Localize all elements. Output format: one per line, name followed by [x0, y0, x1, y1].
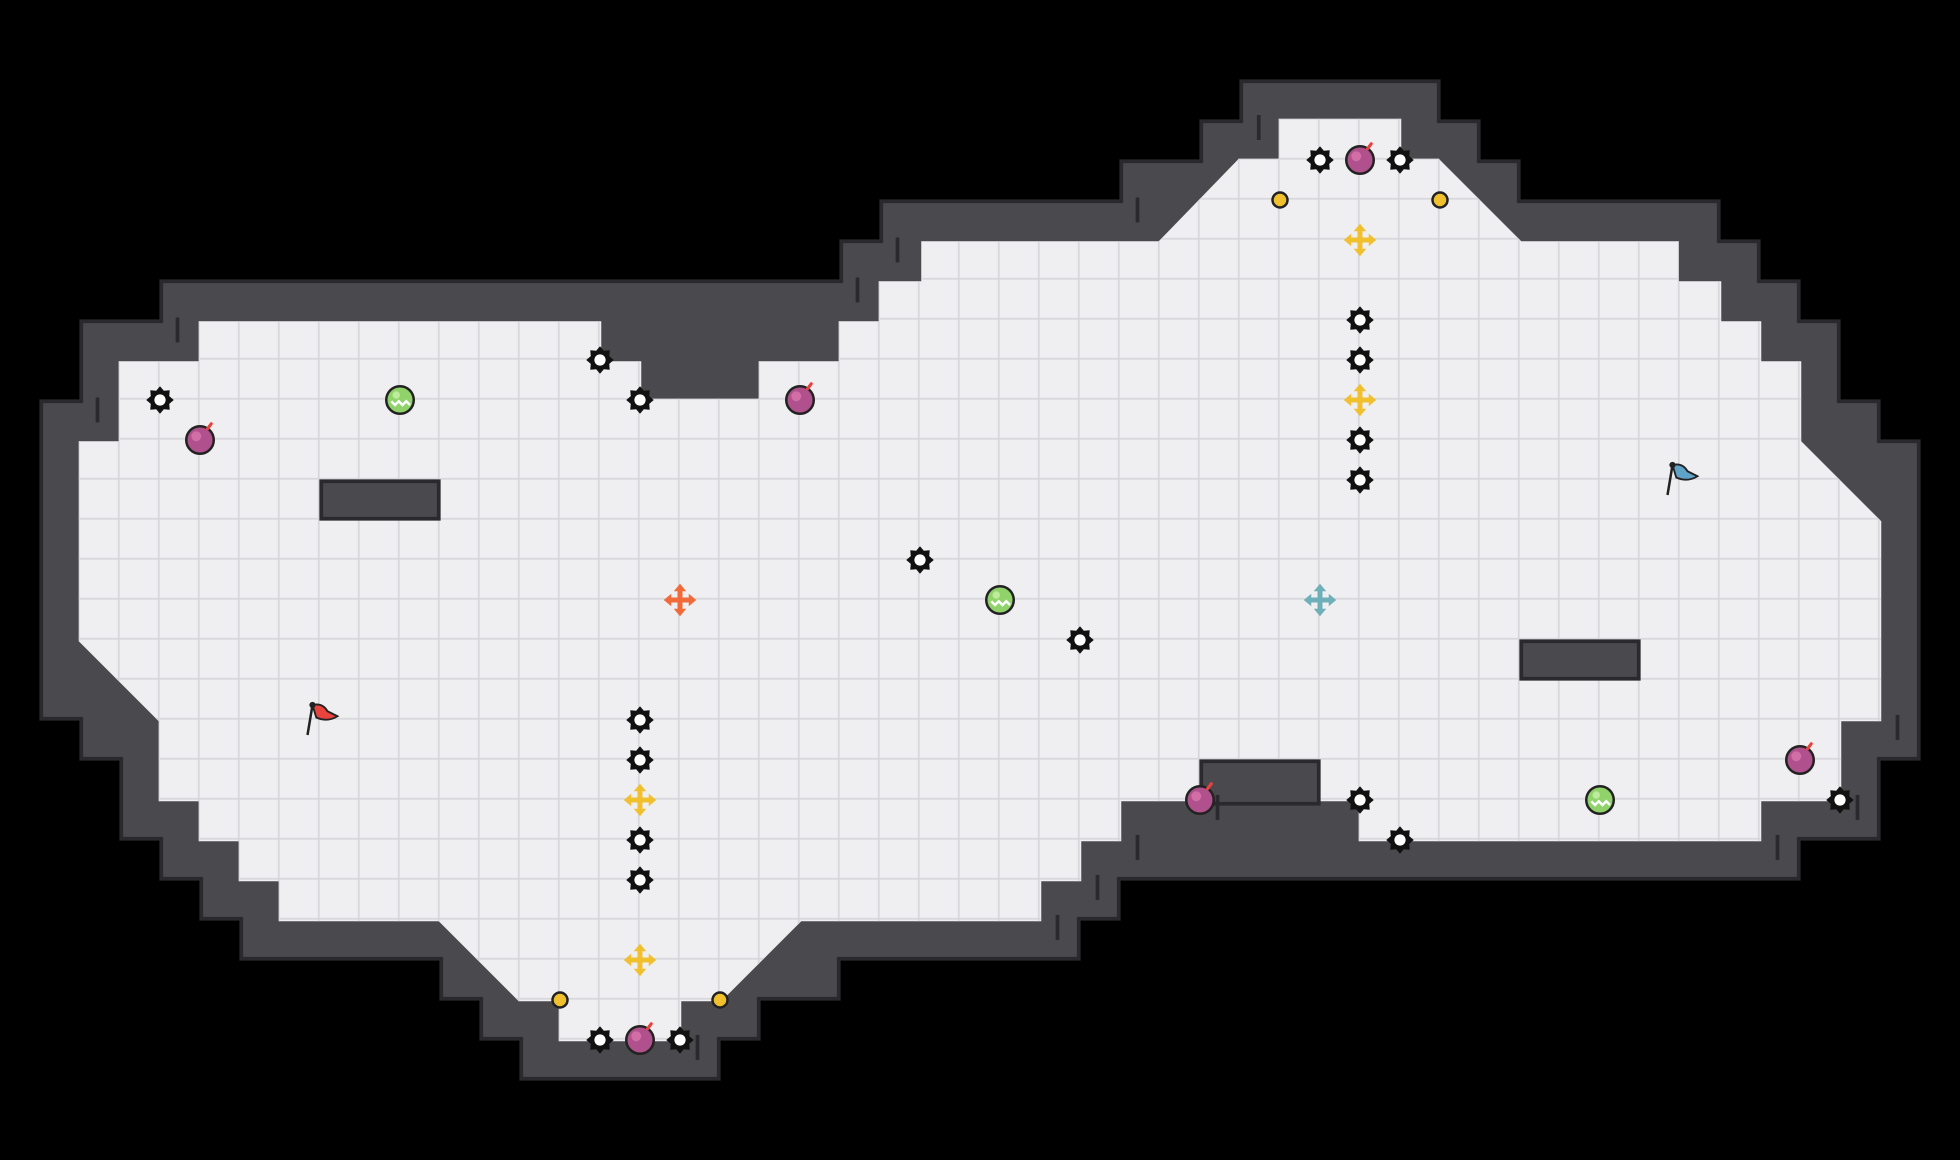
bottom-block — [1199, 759, 1321, 806]
bomb-icon — [1785, 742, 1815, 775]
spike-icon — [626, 706, 654, 734]
spike-icon — [626, 826, 654, 854]
right-block — [1519, 639, 1641, 681]
spike-icon — [1386, 826, 1414, 854]
powerup-icon — [385, 385, 415, 415]
blue-boost-icon — [1303, 583, 1337, 617]
inner-walls — [319, 479, 1641, 806]
map-objects — [146, 142, 1854, 1055]
powerup-icon — [1585, 785, 1615, 815]
spike-icon — [146, 386, 174, 414]
spike-icon — [1346, 466, 1374, 494]
button-icon — [1431, 191, 1449, 209]
spike-icon — [586, 346, 614, 374]
spike-icon — [666, 1026, 694, 1054]
bomb-icon — [785, 382, 815, 415]
spike-icon — [626, 866, 654, 894]
spike-icon — [1066, 626, 1094, 654]
spike-icon — [906, 546, 934, 574]
arena-floor — [78, 118, 1882, 1042]
yellow-boost-icon — [623, 783, 657, 817]
spike-icon — [1306, 146, 1334, 174]
bomb-icon — [625, 1022, 655, 1055]
yellow-boost-icon — [623, 943, 657, 977]
spike-icon — [1346, 346, 1374, 374]
button-icon — [551, 991, 569, 1009]
spike-icon — [1346, 426, 1374, 454]
powerup-icon — [985, 585, 1015, 615]
wall-seams — [95, 115, 1900, 1060]
spike-icon — [626, 746, 654, 774]
button-icon — [711, 991, 729, 1009]
bomb-icon — [1185, 782, 1215, 815]
spike-icon — [1386, 146, 1414, 174]
spike-icon — [1346, 306, 1374, 334]
spike-icon — [626, 386, 654, 414]
red-flag-icon — [306, 701, 340, 736]
bomb-icon — [1345, 142, 1375, 175]
spike-icon — [1346, 786, 1374, 814]
yellow-boost-icon — [1343, 223, 1377, 257]
button-icon — [1271, 191, 1289, 209]
yellow-boost-icon — [1343, 383, 1377, 417]
red-boost-icon — [663, 583, 697, 617]
blue-flag-icon — [1666, 461, 1700, 496]
floor-area — [78, 118, 1882, 1042]
bomb-icon — [185, 422, 215, 455]
left-block — [319, 479, 441, 521]
spike-icon — [586, 1026, 614, 1054]
spike-icon — [1826, 786, 1854, 814]
